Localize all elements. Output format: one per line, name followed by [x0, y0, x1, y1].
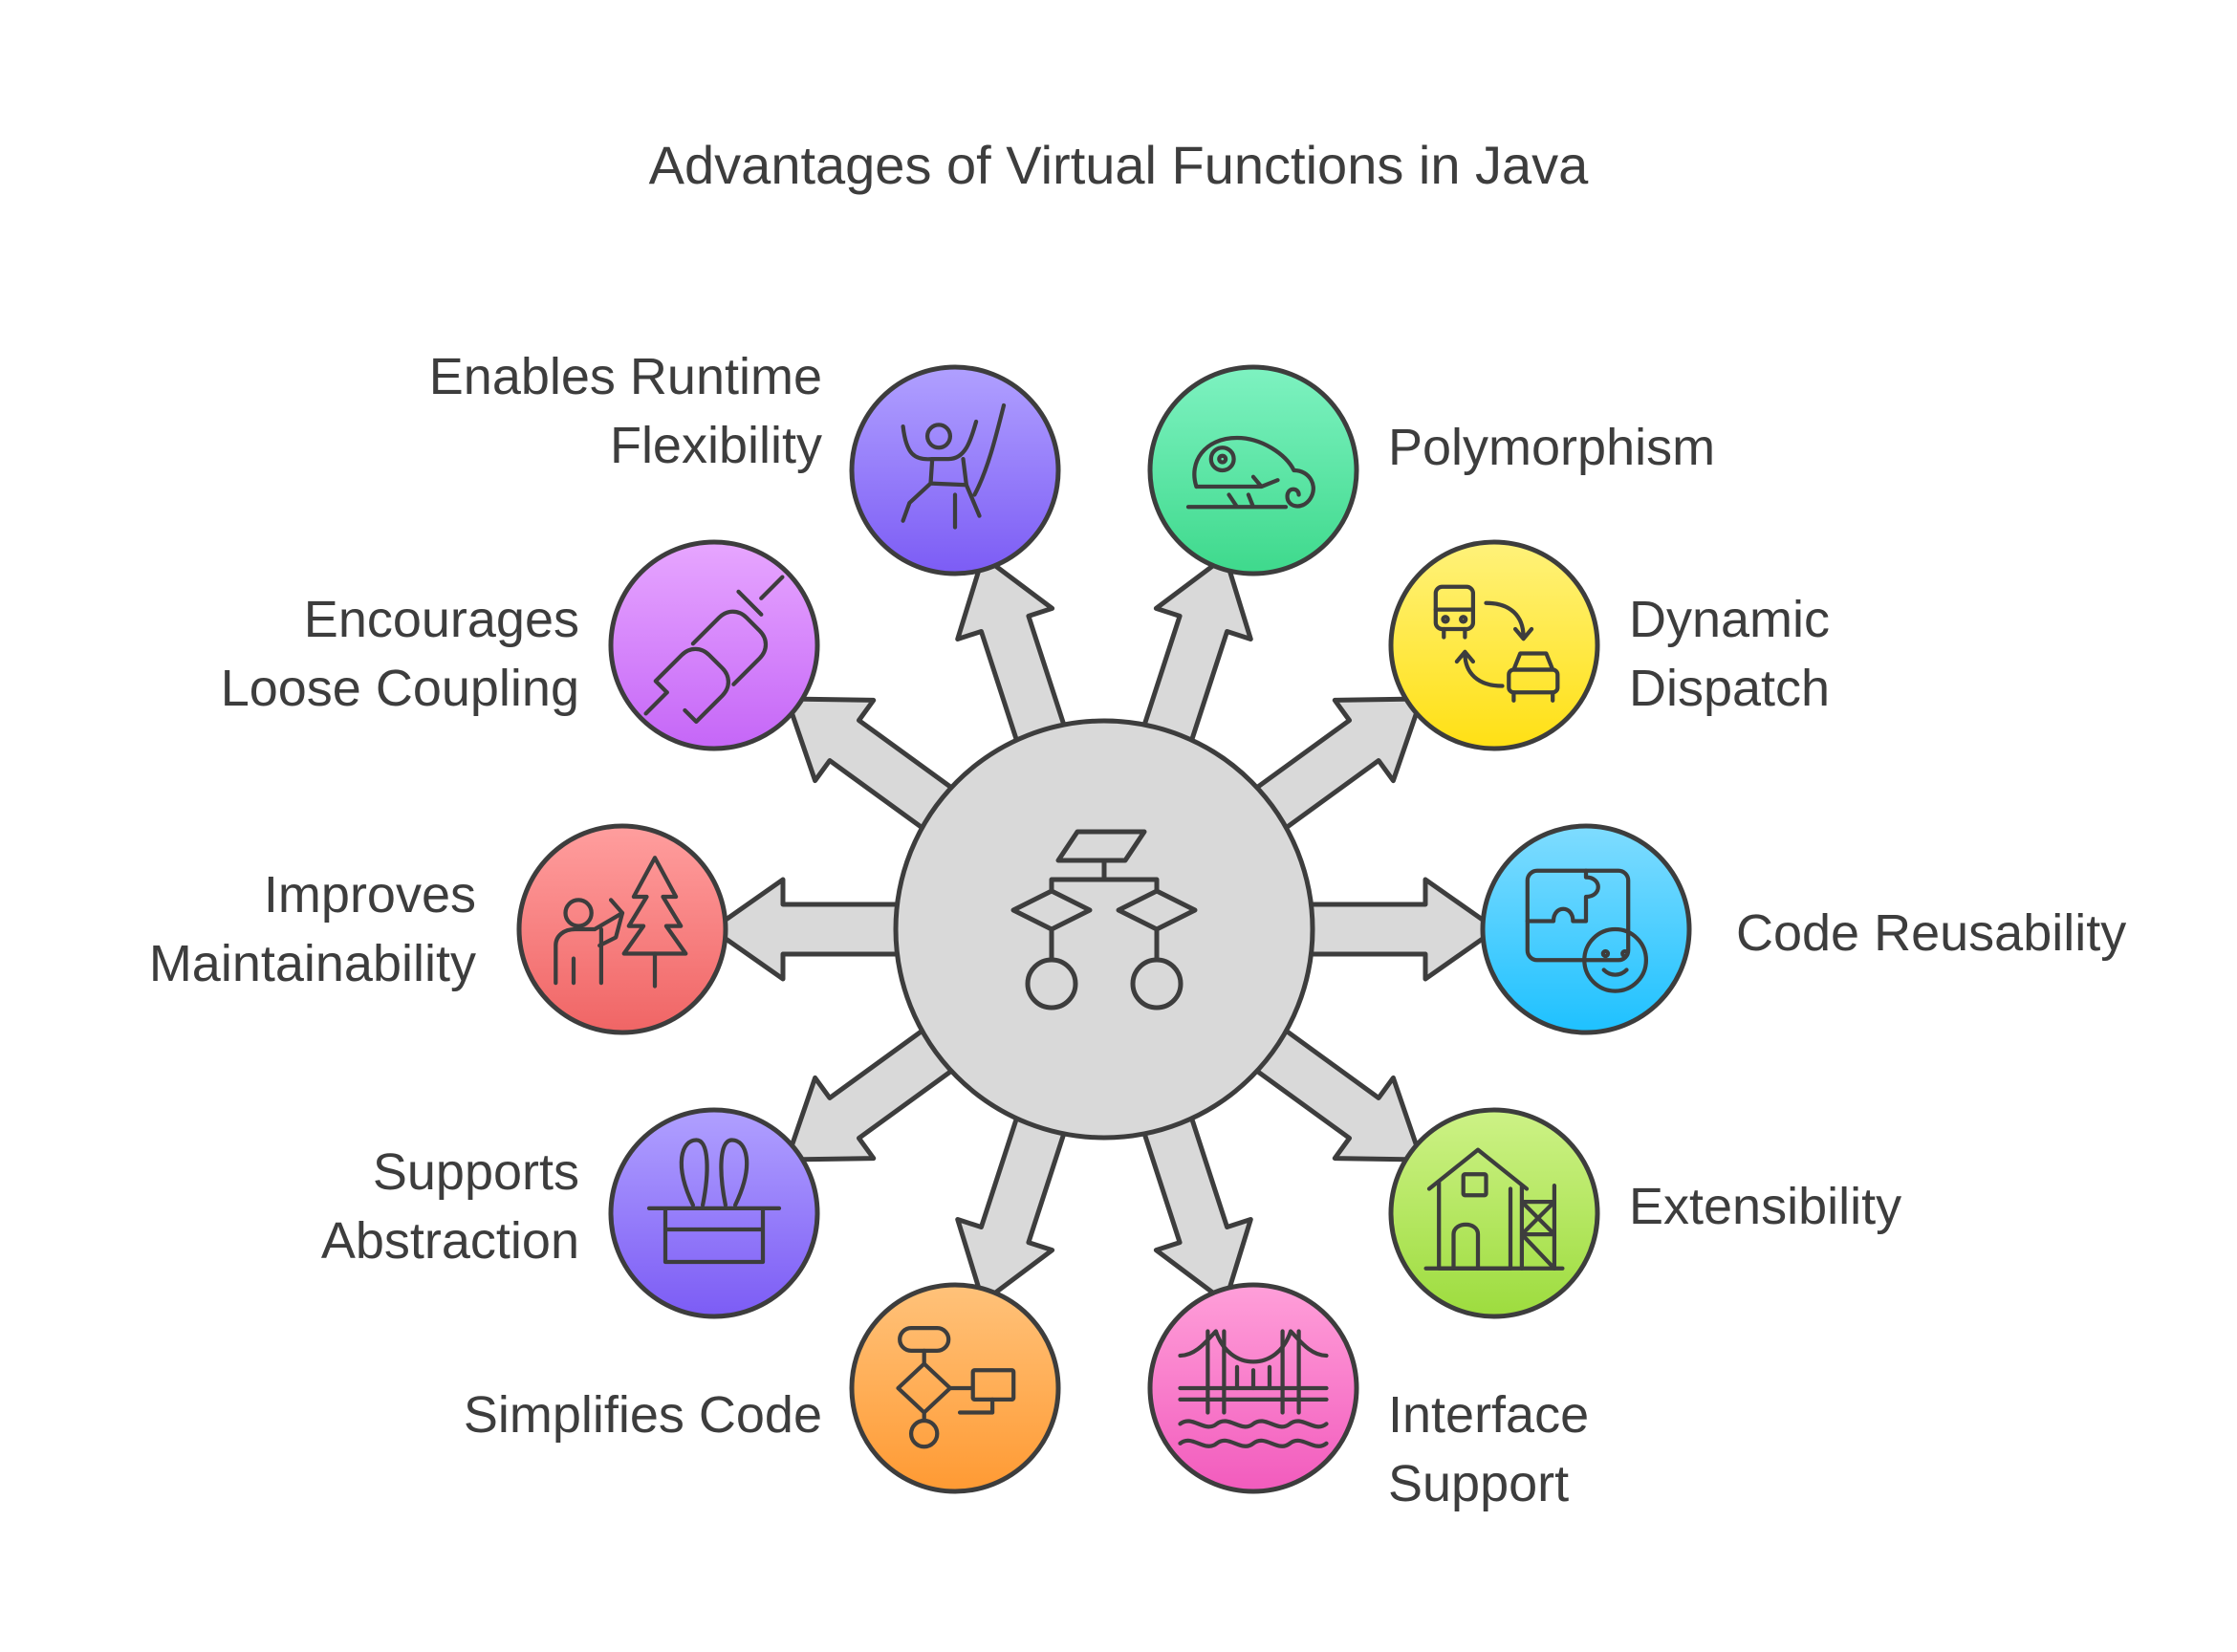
label-line: Loose Coupling — [220, 660, 579, 717]
label-runtime-flexibility: Enables Runtime Flexibility — [363, 342, 822, 480]
node-interface-support — [1147, 1282, 1359, 1494]
diagram-title: Advantages of Virtual Functions in Java — [648, 135, 1589, 195]
node-simplifies-code — [849, 1282, 1061, 1494]
center-hub — [893, 718, 1315, 1141]
magic-hat-icon — [646, 1138, 782, 1265]
bridge-icon — [1178, 1329, 1329, 1448]
label-line: Dispatch — [1629, 660, 1831, 717]
label-line: Flexibility — [609, 417, 822, 474]
label-polymorphism: Polymorphism — [1388, 413, 1715, 482]
node-polymorphism — [1147, 364, 1359, 576]
forest-worker-icon — [554, 856, 688, 989]
label-line: Abstraction — [320, 1212, 579, 1270]
label-loose-coupling: Encourages Loose Coupling — [134, 585, 579, 723]
label-supports-abstraction: Supports Abstraction — [191, 1138, 579, 1275]
item-nodes — [516, 364, 1692, 1494]
label-line: Encourages — [303, 591, 579, 648]
chain-link-icon — [643, 575, 785, 725]
node-runtime-flexibility — [849, 364, 1061, 576]
node-circle — [849, 364, 1061, 576]
puzzle-face-icon — [1525, 868, 1649, 993]
chameleon-icon — [1185, 435, 1315, 510]
node-supports-abstraction — [608, 1107, 820, 1319]
node-loose-coupling — [608, 539, 820, 751]
label-interface-support: Interface Support — [1388, 1380, 1589, 1518]
flowchart-icon — [896, 1325, 1016, 1449]
node-circle — [1480, 823, 1692, 1035]
label-extensibility: Extensibility — [1629, 1172, 1901, 1241]
node-circle — [608, 539, 820, 751]
label-line: Maintainability — [148, 935, 476, 992]
label-line: Supports — [372, 1143, 579, 1201]
node-circle — [608, 1107, 820, 1319]
node-dynamic-dispatch — [1388, 539, 1600, 751]
label-line: Simplifies Code — [463, 1386, 822, 1444]
label-dynamic-dispatch: Dynamic Dispatch — [1629, 585, 1830, 723]
node-improves-maintainability — [516, 823, 728, 1035]
label-code-reusability: Code Reusability — [1736, 899, 2126, 967]
vehicle-swap-icon — [1433, 584, 1560, 703]
label-line: Support — [1388, 1455, 1570, 1512]
hub-circle — [893, 718, 1315, 1141]
gymnast-icon — [901, 402, 1007, 530]
node-circle — [516, 823, 728, 1035]
node-circle — [1388, 539, 1600, 751]
label-line: Polymorphism — [1388, 419, 1716, 476]
node-extensibility — [1388, 1107, 1600, 1319]
label-improves-maintainability: Improves Maintainability — [76, 860, 476, 998]
node-circle — [1388, 1107, 1600, 1319]
label-line: Dynamic — [1629, 591, 1831, 648]
node-circle — [1147, 364, 1359, 576]
node-code-reusability — [1480, 823, 1692, 1035]
label-line: Interface — [1388, 1386, 1590, 1444]
flowchart-hierarchy-icon — [1010, 829, 1198, 1011]
label-line: Code Reusability — [1736, 904, 2127, 962]
label-line: Extensibility — [1629, 1178, 1902, 1235]
label-simplifies-code: Simplifies Code — [363, 1380, 822, 1449]
label-line: Improves — [263, 866, 476, 924]
label-line: Enables Runtime — [428, 348, 822, 405]
house-scaffold-icon — [1423, 1147, 1565, 1271]
